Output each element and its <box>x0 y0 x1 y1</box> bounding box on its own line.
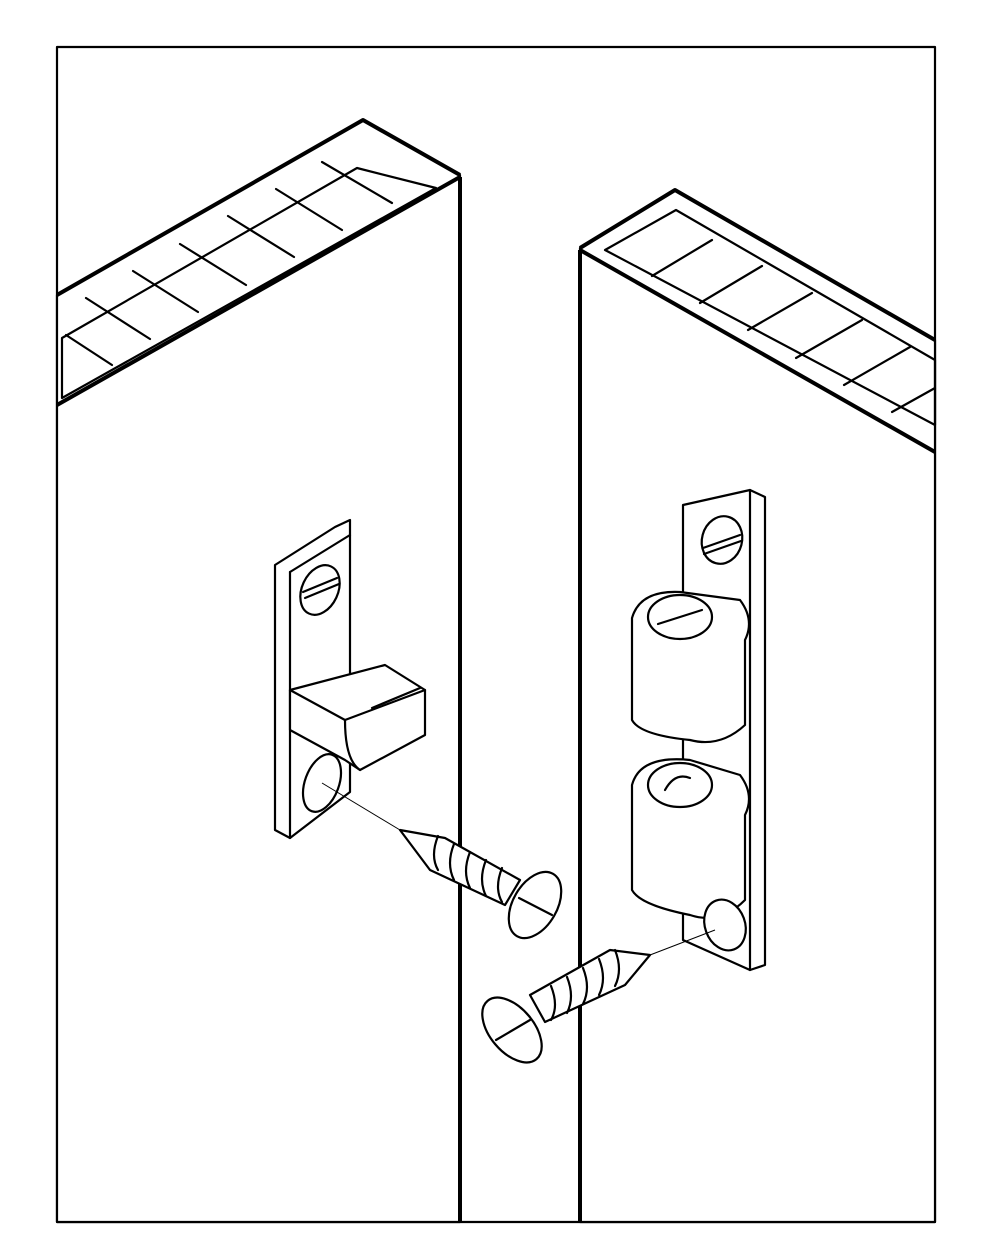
screw-head-icon <box>299 564 341 616</box>
right-panel-edge-hatching <box>650 238 937 414</box>
right-panel-edge-strip <box>603 208 937 427</box>
screw-right <box>481 929 716 1064</box>
left-panel-edge-hatching <box>64 160 394 367</box>
left-panel-edge-strip <box>60 166 438 400</box>
ball-catch <box>630 488 767 972</box>
screw-hole <box>703 898 747 952</box>
screw-left <box>321 782 563 940</box>
strike-plate <box>273 518 427 840</box>
left-door-panel <box>55 118 462 1224</box>
